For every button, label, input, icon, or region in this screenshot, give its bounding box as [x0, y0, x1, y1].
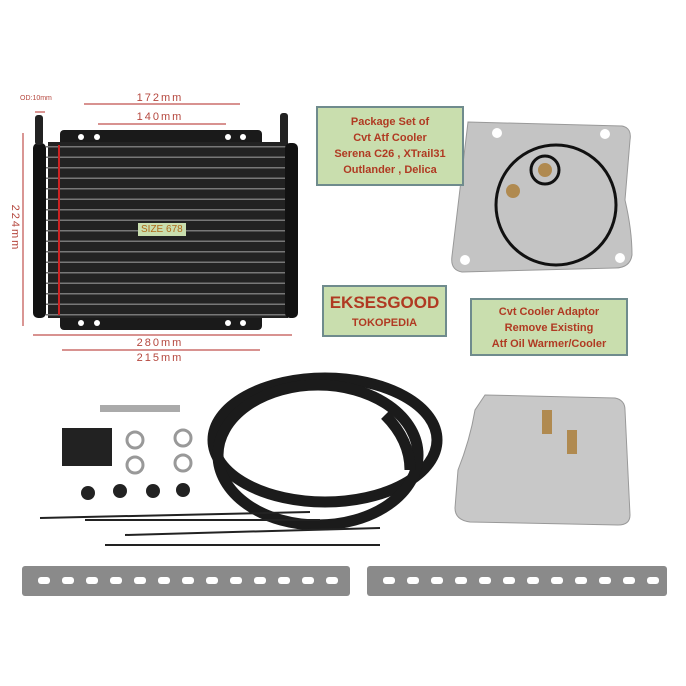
bottom-outer-dimension: 280mm: [136, 337, 184, 349]
dimension-arrows: [22, 103, 292, 351]
top-inner-dimension: 140mm: [136, 111, 184, 123]
adaptor-label: Cvt Cooler Adaptor Remove Existing Atf O…: [470, 298, 628, 356]
bottom-inner-dimension: 215mm: [136, 352, 184, 364]
package-line: Outlander , Delica: [343, 164, 437, 176]
top-outer-dimension: 172mm: [136, 92, 184, 104]
adaptor-line: Remove Existing: [504, 322, 594, 334]
package-line: Cvt Atf Cooler: [353, 132, 427, 144]
size-label: SIZE 678: [138, 223, 186, 236]
package-line: Package Set of: [350, 116, 430, 128]
hose-coil: [207, 372, 443, 531]
upper-adaptor-plate: [451, 121, 633, 273]
height-dimension: 224mm: [9, 204, 21, 252]
package-line: Serena C26 , XTrail31: [334, 148, 446, 160]
oil-cooler: [33, 113, 298, 330]
lower-adaptor-plate: [454, 394, 631, 526]
brand-label: EKSESGOOD TOKOPEDIA: [322, 285, 447, 337]
adaptor-line: Cvt Cooler Adaptor: [498, 306, 600, 318]
mounting-strips: [22, 566, 667, 596]
brand-name: EKSESGOOD: [329, 293, 440, 312]
store-name: TOKOPEDIA: [351, 317, 418, 329]
od-dimension: OD:10mm: [20, 95, 52, 102]
adaptor-line: Atf Oil Warmer/Cooler: [491, 338, 607, 350]
package-label: Package Set of Cvt Atf Cooler Serena C26…: [316, 106, 464, 186]
mounting-accessories: [39, 405, 381, 546]
